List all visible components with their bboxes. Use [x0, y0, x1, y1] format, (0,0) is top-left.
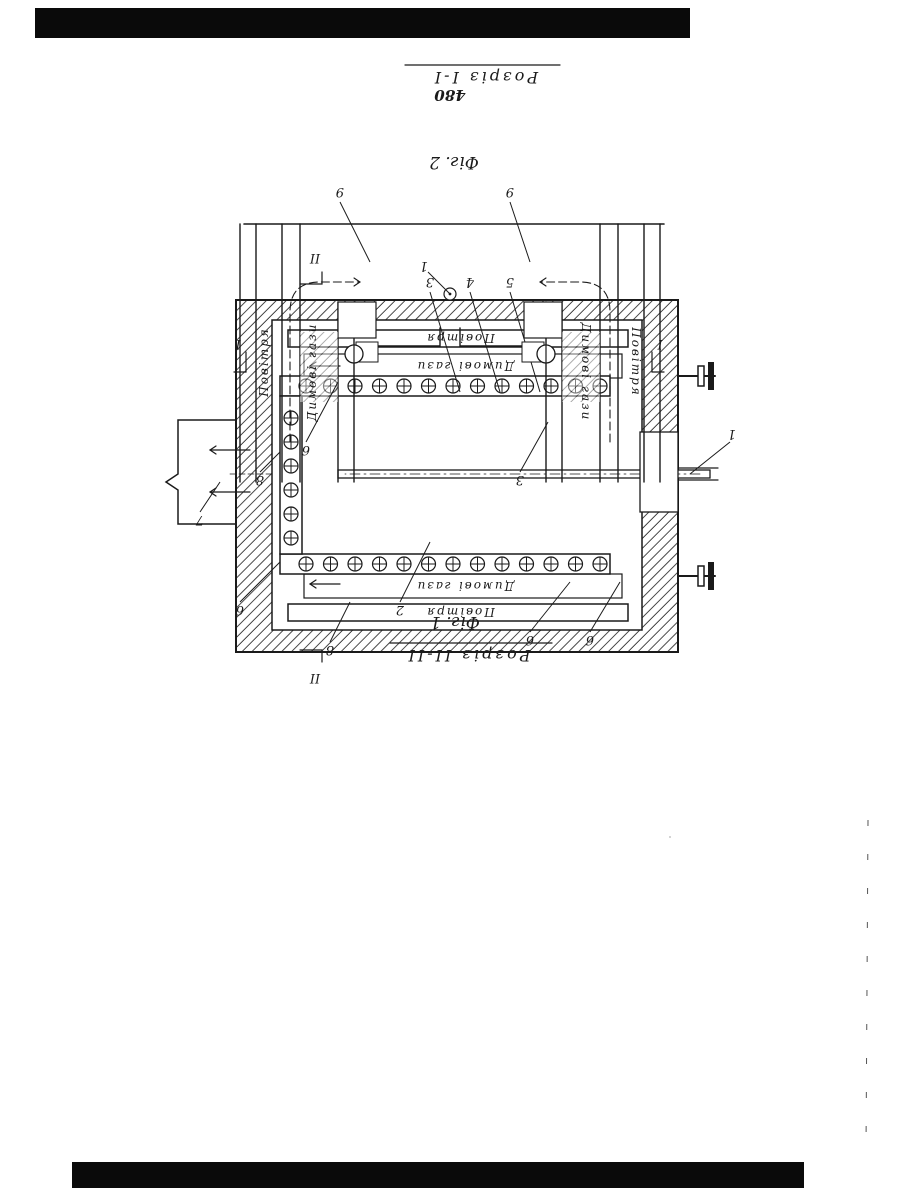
heater-tube-icon [520, 557, 534, 571]
heater-tube-icon [569, 557, 583, 571]
fig1-section-mark-left: ІІ [309, 250, 321, 265]
callout-leader [510, 202, 530, 262]
fig2-label-smoke-right: Димові гази [305, 323, 319, 423]
heater-tube-icon [520, 379, 534, 393]
heater-tube-icon [373, 557, 387, 571]
fig1-label-smoke-bottom: Димові гази [416, 359, 516, 373]
heater-tube-icon [422, 379, 436, 393]
fig1-caption-visible: Фіг. 1 [430, 612, 480, 632]
heater-tube-icon [284, 483, 298, 497]
heater-tube-icon [397, 557, 411, 571]
callout-number: 1 [728, 426, 736, 441]
right-edge-mark [866, 820, 868, 1150]
callout-number: 9 [336, 184, 344, 199]
heater-tube-icon [348, 557, 362, 571]
fig2-section-mark-right: І [235, 336, 242, 351]
fig2-section-mark-left: І [657, 336, 664, 351]
callout-number: 3 [516, 472, 524, 487]
callout-number: 8 [256, 472, 264, 487]
heater-tube-icon [284, 531, 298, 545]
fig1-section-i-i: Розріз І-І Повітря Повітря Димові гази Д… [166, 65, 736, 837]
heater-tube-icon [446, 557, 460, 571]
heater-tube-icon [284, 435, 298, 449]
callout-leader [690, 442, 730, 474]
fig2-label-air-left: Повітря [629, 326, 643, 397]
callout-number: 2 [396, 602, 405, 617]
heater-tube-icon [324, 557, 338, 571]
callout-leader [340, 202, 370, 262]
callout-number: 7 [195, 512, 204, 527]
fig2-section-title: Розріз ІІ-ІІ [406, 646, 532, 665]
callout-number: 6 [586, 632, 594, 647]
fig1-section-mark-right: ІІ [309, 670, 321, 685]
heater-tube-icon [373, 379, 387, 393]
fig1-burner-top [678, 562, 715, 590]
callout-number: 4 [466, 274, 475, 289]
top-scan-bar [35, 8, 690, 38]
heater-tube-icon [544, 557, 558, 571]
heater-tube-icon [284, 459, 298, 473]
callout-number: 6 [236, 602, 244, 617]
callout-number: 8 [326, 642, 334, 657]
heater-tube-icon [495, 557, 509, 571]
bottom-scan-bar [72, 1162, 804, 1188]
callout-number: 5 [506, 274, 514, 289]
callout-leader [200, 482, 220, 512]
heater-tube-icon [299, 557, 313, 571]
fig1-burner-bottom [678, 362, 715, 390]
fig2-label-smoke-left: Димові гази [579, 322, 593, 422]
fig1-label-smoke-top: Димові гази [416, 579, 516, 593]
page-number: 480 [434, 86, 466, 104]
heater-tube-icon [471, 557, 485, 571]
heater-tube-icon [422, 557, 436, 571]
fig1-section-title: Розріз І-І [432, 68, 539, 87]
heater-tube-icon [593, 557, 607, 571]
heater-tube-icon [284, 411, 298, 425]
callout-number: 9 [506, 184, 514, 199]
fig2-caption: Фіг. 2 [429, 152, 479, 172]
callout-number: 6 [526, 632, 534, 647]
fig2-label-air-right: Повітря [257, 327, 271, 398]
heater-tube-icon [284, 507, 298, 521]
heater-tube-icon [397, 379, 411, 393]
heater-tube-icon [348, 379, 362, 393]
callout-number: 1 [420, 258, 428, 273]
callout-number: 6 [302, 442, 310, 457]
heater-tube-icon [471, 379, 485, 393]
